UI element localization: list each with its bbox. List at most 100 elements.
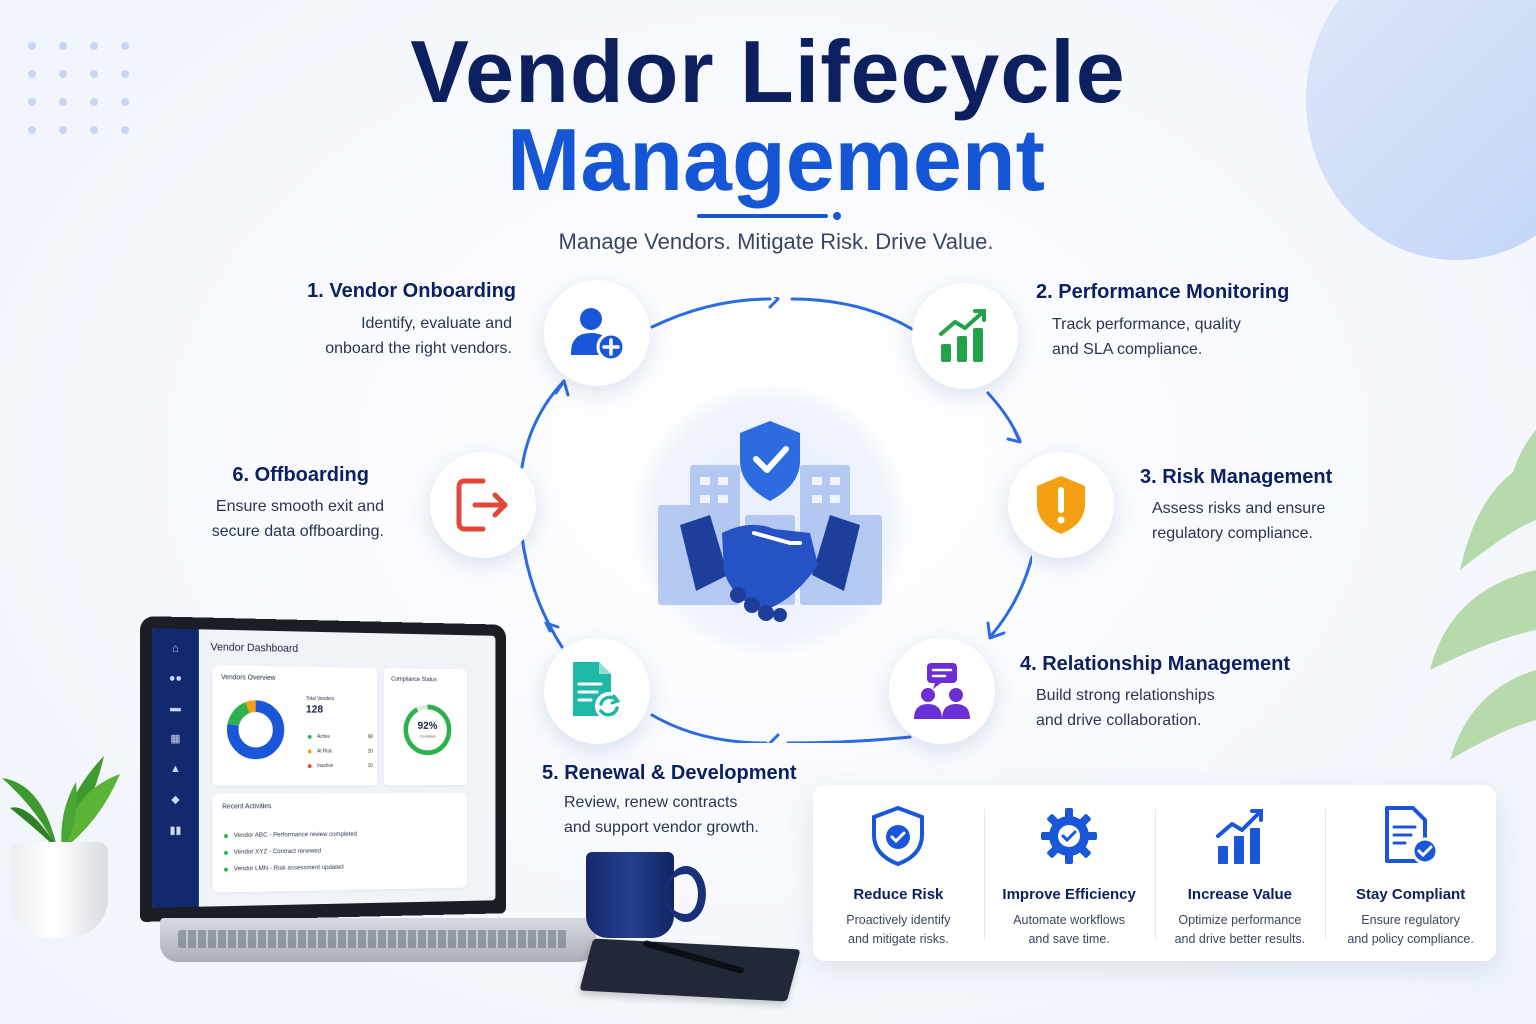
decoration-dot bbox=[59, 42, 67, 50]
document-check-icon bbox=[1384, 806, 1439, 865]
decoration-dot bbox=[28, 70, 36, 78]
dashboard-sidebar: ⌂ ●● ▬ ▦ ▲ ◆ ▮▮ bbox=[151, 628, 199, 908]
step-6-title: 6. Offboarding bbox=[232, 464, 369, 486]
activities-list: Vendor ABC - Performance review complete… bbox=[224, 826, 357, 878]
benefit-title: Reduce Risk bbox=[853, 886, 944, 903]
decoration-dot bbox=[121, 98, 129, 106]
total-label: Total Vendors bbox=[305, 695, 335, 703]
compliance-sub: Compliant bbox=[419, 733, 436, 739]
lifecycle-ring bbox=[520, 297, 1032, 743]
plant-right bbox=[1430, 430, 1536, 760]
activity-dot bbox=[224, 867, 228, 872]
alert-icon[interactable]: ▲ bbox=[170, 763, 181, 775]
calendar-icon[interactable]: ▦ bbox=[170, 733, 181, 746]
title-underline bbox=[697, 214, 828, 218]
folder-icon[interactable]: ▬ bbox=[170, 702, 181, 715]
legend-value: 98 bbox=[367, 733, 373, 740]
step-3-title: 3. Risk Management bbox=[1140, 466, 1333, 488]
dashboard-title: Vendor Dashboard bbox=[210, 641, 299, 655]
benefit-title: Increase Value bbox=[1187, 886, 1292, 903]
vendor-dashboard: ⌂ ●● ▬ ▦ ▲ ◆ ▮▮ Vendor Dashboard Vendors… bbox=[151, 628, 496, 908]
legend-dot bbox=[307, 763, 312, 768]
pen bbox=[641, 939, 745, 975]
decoration-dot bbox=[90, 42, 98, 50]
handshake-shield-icon bbox=[658, 421, 882, 622]
node-risk-management bbox=[1008, 452, 1114, 558]
exit-icon bbox=[456, 478, 508, 532]
decoration-dot bbox=[90, 126, 98, 134]
shield-check-icon bbox=[872, 805, 925, 867]
benefit-title: Improve Efficiency bbox=[1002, 886, 1136, 903]
notebook bbox=[579, 938, 801, 1002]
legend-label: At Risk bbox=[317, 748, 332, 754]
team-icon[interactable]: ◆ bbox=[171, 793, 180, 806]
compliance-value: 92% bbox=[417, 720, 438, 732]
legend-value: 20 bbox=[367, 748, 373, 755]
decoration-dot bbox=[121, 70, 129, 78]
coffee-mug bbox=[586, 852, 674, 938]
activity-text: Vendor LMN - Risk assessment updated bbox=[233, 863, 344, 873]
gear-check-icon bbox=[1041, 808, 1098, 864]
decoration-dot bbox=[59, 126, 67, 134]
users-icon[interactable]: ●● bbox=[168, 672, 182, 685]
legend-label: Active bbox=[317, 733, 330, 740]
home-icon[interactable]: ⌂ bbox=[172, 642, 179, 655]
legend-dot bbox=[307, 734, 312, 739]
decoration-dot bbox=[59, 98, 67, 106]
bar-growth-icon bbox=[1215, 809, 1263, 864]
step-2-title: 2. Performance Monitoring bbox=[1036, 281, 1290, 303]
vendors-overview-card: Vendors Overview Total Vendors 128 Activ… bbox=[212, 665, 378, 786]
page-title-line2: Management bbox=[507, 110, 1045, 209]
activity-text: Vendor ABC - Performance review complete… bbox=[233, 830, 357, 839]
decoration-dot bbox=[28, 126, 36, 134]
decoration-dot bbox=[59, 70, 67, 78]
activity-text: Vendor XYZ - Contract renewed bbox=[233, 847, 322, 856]
node-relationship-management bbox=[889, 638, 995, 744]
legend-row: At Risk 20 bbox=[307, 744, 373, 759]
legend-dot bbox=[307, 749, 312, 753]
vendor-donut-chart bbox=[224, 697, 287, 762]
laptop-base bbox=[160, 918, 596, 962]
laptop-screen: ⌂ ●● ▬ ▦ ▲ ◆ ▮▮ Vendor Dashboard Vendors… bbox=[140, 616, 506, 922]
node-offboarding bbox=[430, 452, 536, 558]
activity-item: Vendor LMN - Risk assessment updated bbox=[224, 859, 357, 878]
decoration-dot bbox=[121, 126, 129, 134]
step-5-title: 5. Renewal & Development bbox=[542, 762, 797, 784]
legend-label: Inactive bbox=[317, 762, 334, 769]
growth-chart-icon bbox=[939, 309, 986, 362]
document-refresh-icon bbox=[573, 662, 623, 720]
people-chat-icon bbox=[914, 663, 970, 719]
node-vendor-onboarding bbox=[544, 280, 650, 386]
decoration-dot bbox=[90, 98, 98, 106]
title-underline-dot bbox=[833, 212, 841, 220]
activities-label: Recent Activities bbox=[222, 803, 272, 811]
decoration-dot bbox=[90, 70, 98, 78]
plant-left bbox=[2, 756, 120, 852]
activity-item: Vendor XYZ - Contract renewed bbox=[224, 842, 357, 860]
activity-dot bbox=[224, 850, 228, 855]
decoration-dot bbox=[28, 98, 36, 106]
step-4-title: 4. Relationship Management bbox=[1020, 653, 1291, 675]
node-renewal-development bbox=[544, 638, 650, 744]
decoration-dot bbox=[28, 42, 36, 50]
coffee-mug-handle bbox=[666, 866, 706, 922]
chart-icon[interactable]: ▮▮ bbox=[169, 824, 182, 837]
warning-shield-icon bbox=[1037, 476, 1085, 534]
legend-row: Active 98 bbox=[307, 729, 373, 744]
plant-pot bbox=[10, 842, 108, 938]
benefit-title: Stay Compliant bbox=[1356, 886, 1466, 903]
